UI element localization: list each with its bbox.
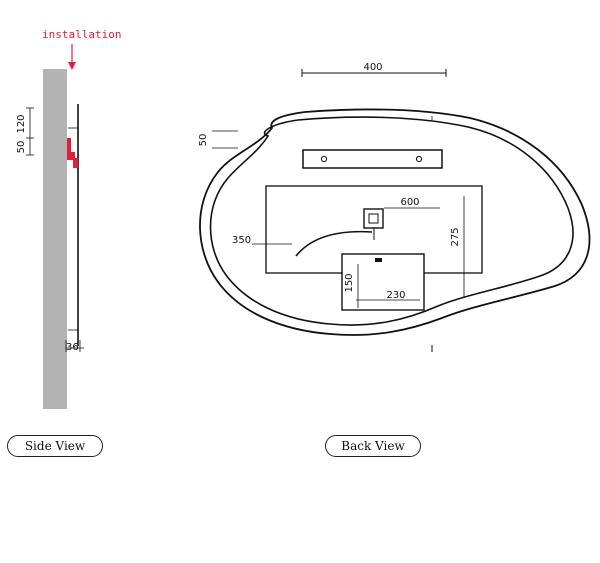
wall [43, 69, 67, 409]
back-view-label: Back View [325, 435, 421, 457]
back-dim-400: 400 [363, 62, 382, 73]
rail-screw-right [415, 155, 423, 163]
hanging-rail [302, 149, 443, 169]
switch-inner [368, 213, 379, 224]
back-view: 400 50 600 275 350 150 [198, 62, 591, 352]
back-dim-350: 350 [232, 235, 251, 246]
wall-bracket-icon [67, 138, 78, 168]
driver-box [341, 253, 425, 311]
back-dim-275: 275 [450, 227, 461, 246]
rail-screw-left [320, 155, 328, 163]
mirror-outer-outline [199, 108, 591, 336]
side-view-label: Side View [7, 435, 103, 457]
mirror-inner-outline [209, 116, 574, 326]
cable-curve [295, 230, 373, 257]
switch-module [363, 208, 384, 229]
side-dim-120: 120 [16, 114, 27, 133]
side-view: installation 120 50 36 [16, 28, 121, 409]
back-dim-230: 230 [386, 290, 405, 301]
installation-label: installation [42, 28, 121, 41]
driver-connector [375, 258, 382, 262]
side-dim-50: 50 [16, 141, 27, 154]
side-dim-36: 36 [66, 342, 79, 353]
back-dim-600: 600 [400, 197, 419, 208]
back-dim-150: 150 [344, 273, 355, 292]
installation-arrow-head [68, 62, 76, 70]
back-dim-50: 50 [198, 134, 209, 147]
